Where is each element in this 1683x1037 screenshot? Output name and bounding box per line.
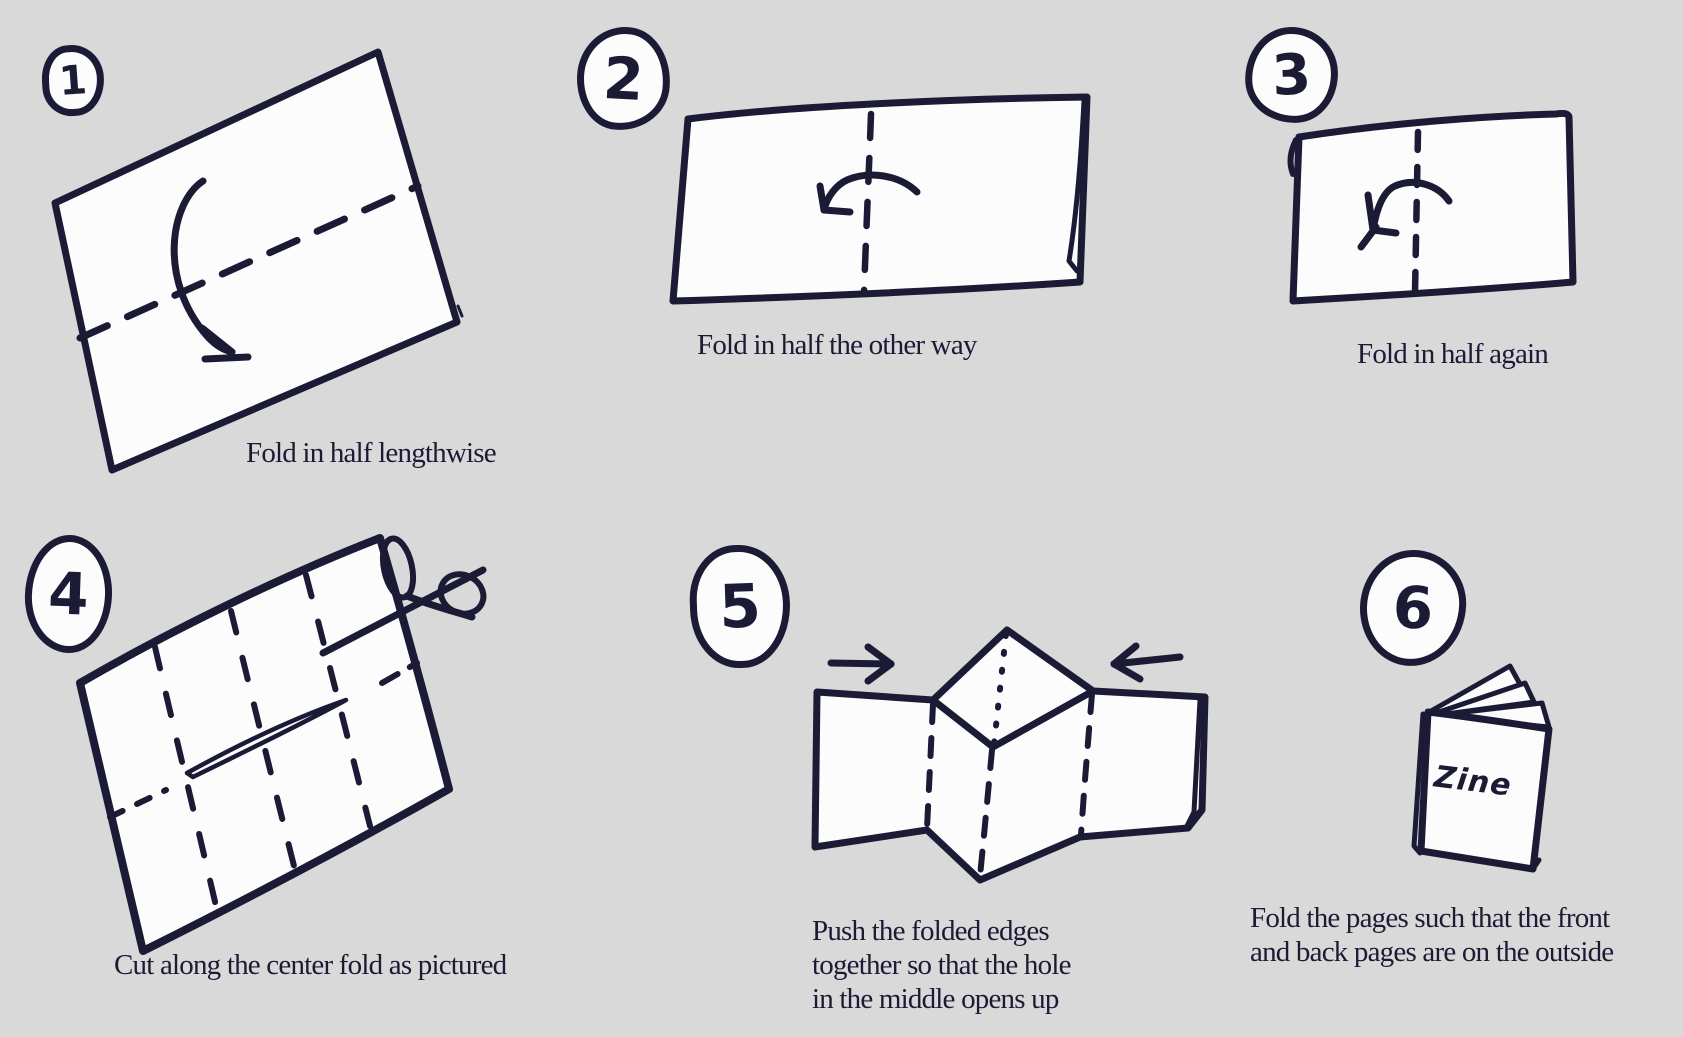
- step-5-caption: Push the folded edges together so that t…: [812, 914, 1071, 1016]
- step-number: 6: [1391, 573, 1435, 643]
- push-arrow-barb: [1110, 642, 1140, 668]
- fold-arrow-barb: [816, 182, 828, 214]
- step-1-drawing: [51, 48, 464, 474]
- step-number: 1: [57, 56, 89, 105]
- step-6-drawing: [1411, 663, 1553, 873]
- push-arrow-barb: [864, 660, 895, 685]
- caption-line: Fold in half again: [1357, 338, 1549, 370]
- push-arrow-right: [1110, 653, 1184, 668]
- paper-sheet: [1289, 109, 1577, 305]
- push-arrow-left: [827, 659, 895, 668]
- scissors-icon: [319, 535, 487, 657]
- push-arrow-barb: [864, 643, 895, 668]
- caption-line: together so that the hole: [812, 949, 1071, 981]
- pen-tick: [1287, 137, 1299, 177]
- step-1-caption: Fold in half lengthwise: [246, 436, 497, 470]
- scissors-blade: [403, 592, 476, 621]
- step-4-caption: Cut along the center fold as pictured: [114, 948, 507, 982]
- fold-arrow-barb: [1357, 223, 1380, 251]
- crease-dotted-line: [991, 631, 1009, 747]
- fold-arrow-curve: [1369, 179, 1453, 234]
- fold-arrow-barb: [1364, 191, 1377, 234]
- step-number: 5: [717, 570, 763, 643]
- pen-tick: [456, 304, 464, 318]
- step-4-drawing: [76, 534, 487, 955]
- step-3-caption: Fold in half again: [1357, 337, 1549, 371]
- fold-arrow-barb: [198, 324, 236, 356]
- fold-dashed-line: [860, 110, 875, 297]
- center-fold-dashed-line: [107, 787, 169, 820]
- crease-dashed-line: [924, 701, 936, 831]
- step-2-drawing: [669, 93, 1091, 305]
- cut-slit: [184, 697, 349, 780]
- push-arrow-barb: [1110, 660, 1144, 683]
- caption-line: in the middle opens up: [812, 983, 1059, 1015]
- center-fold-dashed-line: [379, 660, 420, 686]
- step-number: 2: [601, 43, 646, 114]
- fold-flap-line: [1184, 697, 1203, 829]
- step-number: 4: [47, 559, 90, 629]
- fold-dashed-line: [1411, 128, 1422, 297]
- step-6-caption: Fold the pages such that the front and b…: [1250, 901, 1614, 969]
- caption-line: Fold the pages such that the front: [1250, 902, 1610, 934]
- crease-dashed-line: [1078, 691, 1095, 838]
- paper-sheet: [669, 93, 1091, 305]
- crease-dashed-line: [977, 747, 995, 879]
- caption-line: Push the folded edges: [812, 915, 1050, 947]
- paper-sheet: [76, 534, 453, 955]
- step-5-drawing: [811, 626, 1209, 884]
- caption-line: and back pages are on the outside: [1250, 936, 1614, 968]
- scissors-blade: [319, 566, 487, 657]
- pen-tick: [1530, 857, 1542, 872]
- fold-arrow-base: [201, 353, 252, 363]
- step-2-caption: Fold in half the other way: [697, 328, 977, 362]
- step-3-drawing: [1287, 109, 1577, 305]
- caption-line: Cut along the center fold as pictured: [114, 949, 507, 981]
- fold-dashed-line: [76, 182, 422, 342]
- fold-arrow-curve: [820, 171, 921, 214]
- zine-cover: [1417, 708, 1553, 873]
- fold-flap-line: [1066, 98, 1087, 274]
- caption-line: Fold in half the other way: [697, 329, 977, 361]
- step-number: 3: [1270, 41, 1313, 109]
- paper-sheet: [51, 48, 461, 474]
- diamond-fold-edges: [929, 687, 1097, 751]
- fold-arrow-barb: [820, 206, 854, 216]
- caption-line: Fold in half lengthwise: [246, 437, 497, 469]
- folded-paper: [811, 626, 1209, 884]
